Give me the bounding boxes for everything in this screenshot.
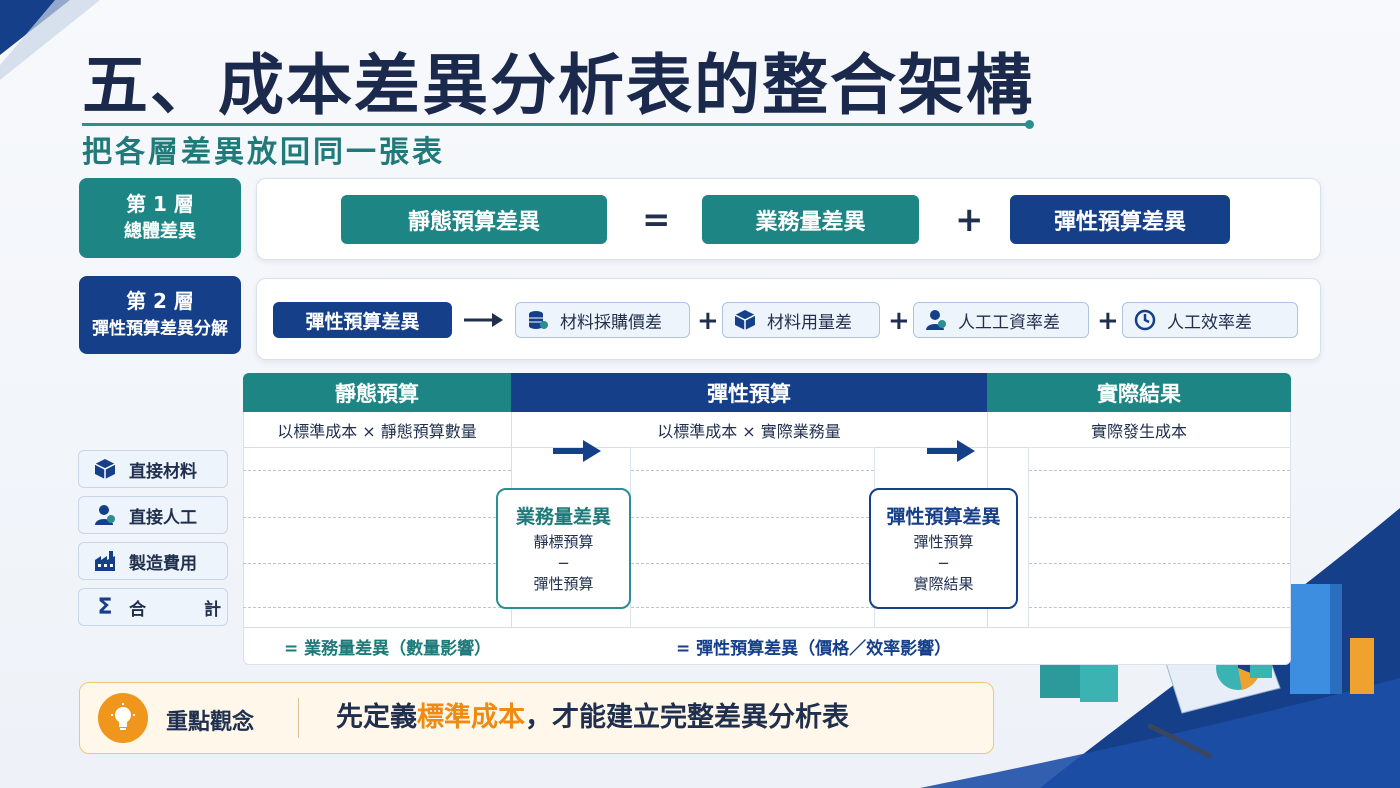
flexible-budget-variance-pill: 彈性預算差異 (1010, 195, 1230, 244)
plus-sign: + (697, 306, 719, 336)
corner-decoration (0, 0, 100, 80)
row-line (631, 563, 874, 564)
column-header-actual-results: 實際結果 (987, 373, 1291, 412)
worker-icon (924, 308, 948, 332)
banner-divider (298, 698, 299, 738)
clock-icon (1133, 308, 1157, 332)
volume-variance-line: 靜標預算 (533, 533, 594, 551)
material-price-variance-chip: 材料採購價差 (515, 302, 690, 338)
labor-efficiency-variance-chip: 人工效率差 (1122, 302, 1298, 338)
title-underline (82, 123, 1030, 126)
row-line (1029, 517, 1290, 518)
row-line (631, 607, 874, 608)
footer-flexible-variance: = 彈性預算差異（價格／效率影響） (676, 639, 952, 659)
labor-rate-variance-label: 人工工資率差 (958, 312, 1060, 333)
row-label-total: Σ 合 計 (78, 588, 228, 626)
row-label-direct-labor: 直接人工 (78, 496, 228, 534)
row-line (631, 517, 874, 518)
row-line (243, 563, 511, 564)
page-subtitle: 把各層差異放回同一張表 (82, 135, 445, 170)
layer-2-title: 彈性預算差異分解 (92, 319, 228, 339)
material-quantity-variance-label: 材料用量差 (767, 312, 852, 333)
flexible-variance-line: 實際結果 (913, 575, 974, 593)
cube-icon (733, 308, 757, 332)
pen-icon (1147, 723, 1213, 759)
column-subheader-static-budget: 以標準成本 × 靜態預算數量 (277, 422, 477, 441)
lightbulb-icon (98, 693, 148, 743)
layer-1-number: 第 1 層 (126, 192, 194, 216)
row-label-overhead: 製造費用 (78, 542, 228, 580)
column-header-static-budget: 靜態預算 (243, 373, 511, 412)
column-subheader-flexible-budget: 以標準成本 × 實際業務量 (657, 422, 841, 441)
flexible-budget-cells (630, 447, 875, 628)
message-part: ，才能建立完整差異分析表 (525, 702, 849, 733)
layer-2-number: 第 2 層 (126, 289, 194, 313)
page-title: 五、成本差異分析表的整合架構 (82, 47, 1034, 124)
row-label-direct-materials: 直接材料 (78, 450, 228, 488)
layer-1-tab: 第 1 層 總體差異 (79, 178, 241, 258)
labor-efficiency-variance-label: 人工效率差 (1167, 312, 1252, 333)
row-label-text: 直接材料 (129, 461, 197, 482)
flexible-variance-line: 彈性預算 (913, 533, 974, 551)
plus-sign: + (1097, 306, 1119, 336)
layer-2-tab: 第 2 層 彈性預算差異分解 (79, 276, 241, 354)
arrow-right-icon (553, 440, 601, 462)
static-budget-variance-pill: 靜態預算差異 (341, 195, 607, 244)
volume-variance-line: 彈性預算 (533, 575, 594, 593)
arrow-right-icon (927, 440, 975, 462)
key-concept-message: 先定義標準成本，才能建立完整差異分析表 (336, 698, 849, 738)
equals-sign: = (642, 200, 671, 240)
layer-1-title: 總體差異 (124, 221, 196, 242)
title-underline-dot (1025, 120, 1034, 129)
row-line (243, 470, 511, 471)
column-header-flexible-budget: 彈性預算 (511, 373, 987, 412)
plus-sign: + (888, 306, 910, 336)
row-label-text-part: 計 (204, 599, 221, 620)
cube-icon (93, 457, 117, 481)
message-part: 先定義 (336, 702, 417, 733)
volume-variance-pill: 業務量差異 (702, 195, 919, 244)
labor-rate-variance-chip: 人工工資率差 (913, 302, 1089, 338)
row-label-text: 直接人工 (129, 507, 197, 528)
row-line (243, 607, 511, 608)
row-line (243, 517, 511, 518)
key-concept-label: 重點觀念 (166, 710, 255, 735)
footer-volume-variance: = 業務量差異（數量影響） (284, 639, 492, 659)
material-quantity-variance-chip: 材料用量差 (722, 302, 880, 338)
row-label-text-part: 合 (129, 599, 146, 620)
row-line (1029, 607, 1290, 608)
volume-variance-box: 業務量差異 靜標預算 − 彈性預算 (496, 488, 631, 609)
minus-sign: − (937, 554, 950, 572)
flexible-variance-source-pill: 彈性預算差異 (273, 302, 452, 338)
coins-icon (526, 308, 550, 332)
column-subheader-actual-results: 實際發生成本 (1090, 422, 1187, 441)
row-line (1029, 470, 1290, 471)
row-label-text: 合 計 (129, 595, 221, 620)
worker-icon (93, 503, 117, 527)
factory-icon (93, 549, 117, 573)
arrow-right-icon (464, 313, 503, 327)
flexible-variance-title: 彈性預算差異 (886, 506, 1001, 528)
actual-results-cells (1028, 447, 1291, 628)
minus-sign: − (557, 554, 570, 572)
row-line (1029, 563, 1290, 564)
key-concept-banner (79, 682, 994, 754)
flexible-variance-box: 彈性預算差異 彈性預算 − 實際結果 (869, 488, 1018, 609)
message-highlight: 標準成本 (417, 702, 525, 733)
sigma-icon: Σ (97, 594, 113, 620)
row-line (631, 470, 874, 471)
row-label-text: 製造費用 (129, 553, 197, 574)
material-price-variance-label: 材料採購價差 (560, 312, 662, 333)
plus-sign: + (955, 200, 984, 240)
volume-variance-title: 業務量差異 (515, 506, 611, 528)
